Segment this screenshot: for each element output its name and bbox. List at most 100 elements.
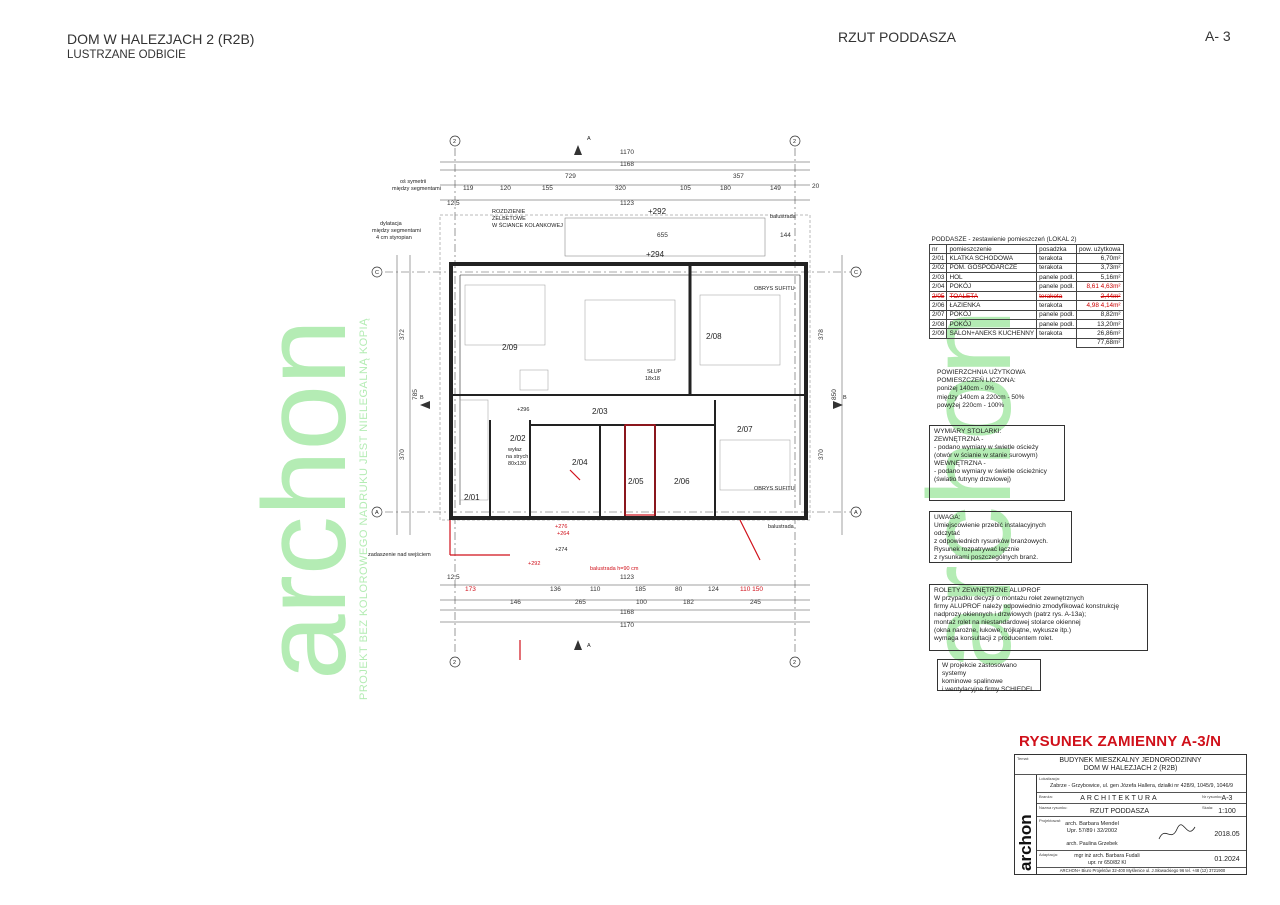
dim-182: 182 <box>683 599 694 606</box>
axis-2-top-right: 2 <box>793 139 796 145</box>
cell-area: 8,61 4,63m² <box>1075 281 1124 292</box>
dim-265: 265 <box>575 599 586 606</box>
axis-a-left: A <box>375 510 379 516</box>
section-a-bottom: A <box>587 643 591 649</box>
dim-378: 378 <box>818 329 825 340</box>
cell-nr: 2/05 <box>928 290 948 302</box>
dim-136: 136 <box>550 586 561 593</box>
dim-119: 119 <box>463 185 474 192</box>
cell-floor: panele podł. <box>1036 272 1077 283</box>
cell-room: SALON+ANEKS KUCHENNY <box>946 328 1038 339</box>
watermark-archon-right: archon <box>904 309 1036 670</box>
dim-729: 729 <box>565 173 576 180</box>
box-line: W przypadku decyzji o montażu rolet zewn… <box>934 595 1084 602</box>
cell-nr: 2/01 <box>928 253 948 264</box>
dim-320: 320 <box>615 185 626 192</box>
stamp-key: Lokalizacja: <box>1039 776 1060 781</box>
stamp-drawing-name: RZUT PODDASZA <box>1090 808 1149 815</box>
stamp-subject-1: BUDYNEK MIESZKALNY JEDNORODZINNY <box>1059 757 1202 764</box>
dim-12-5-bottom: 12,5 <box>447 574 460 581</box>
stamp-key: Temat: <box>1017 756 1030 761</box>
stamp-key: Nr rysunku: <box>1202 794 1223 799</box>
room-label-2-04: 2/04 <box>572 458 588 467</box>
schedule-header-area: pow. użytkowa <box>1075 243 1124 255</box>
stamp-date-1: 2018.05 <box>1214 831 1240 838</box>
axis-2-bottom-right: 2 <box>793 660 796 666</box>
dim-80-b: 80 <box>675 586 683 593</box>
stamp-key: Branża: <box>1039 794 1053 799</box>
cell-room: POKÓJ <box>946 309 1038 321</box>
dim-1170-top: 1170 <box>620 149 634 156</box>
dim-100: 100 <box>636 599 647 606</box>
stamp-designer-3: arch. Paulina Grzebek <box>1066 841 1118 847</box>
box-line: (okna narożne, łukowe, trójkątne, wykusz… <box>934 627 1072 634</box>
box-line: montaż rolet na niestandardowej stolarce… <box>934 619 1081 626</box>
stamp-location: Zabrze - Grzybowice, ul. gen Józefa Hall… <box>1049 783 1234 789</box>
cell-room: TOALETA <box>946 290 1038 302</box>
room-label-2-01: 2/01 <box>464 493 480 502</box>
schedule-header-nr: nr <box>928 243 948 255</box>
stamp-scale: 1:100 <box>1218 808 1236 815</box>
cell-area: 4,98 4,14m² <box>1075 300 1124 311</box>
replacement-drawing-label: RYSUNEK ZAMIENNY A-3/N <box>1019 733 1222 750</box>
box-line: (światło futryny drzwiowej) <box>934 476 1011 483</box>
sheet-number: A- 3 <box>1205 28 1231 44</box>
box-title: UWAGA: <box>934 514 961 521</box>
axis-c-left: C <box>375 270 379 276</box>
dim-110-b: 110 <box>590 586 601 593</box>
note-rozdz-3: W ŚCIANCE KOLANKOWEJ <box>492 221 563 229</box>
note-hatch-2: na strych <box>506 454 528 460</box>
note-hatch-3: 80x130 <box>508 461 526 467</box>
area-note-line: między 140cm a 220cm - 50% <box>937 393 1025 401</box>
stamp-row-name: Nazwa rysunku: RZUT PODDASZA Skala: 1:10… <box>1037 804 1246 817</box>
box-line: Rysunek rozpatrywać łącznie <box>934 546 1020 553</box>
dim-1123-bottom: 1123 <box>620 574 634 581</box>
cell-nr: 2/06 <box>928 300 948 311</box>
note-symmetry: oś symetrii <box>400 179 426 185</box>
cell-nr: 2/04 <box>928 281 948 292</box>
dim-1123-top: 1123 <box>620 200 634 207</box>
schedule-header-room: pomieszczenie <box>946 243 1038 255</box>
dim-180: 180 <box>720 185 731 192</box>
dim-785: 785 <box>412 389 419 400</box>
note-column: SŁUP <box>647 369 662 375</box>
dim-124: 124 <box>708 586 719 593</box>
stamp-adapt-2: upr. nr 650/82 Kl <box>1087 860 1127 866</box>
stamp-branch: ARCHITEKTURA <box>1080 795 1159 802</box>
level-264: +264 <box>557 531 569 537</box>
dim-173: 173 <box>465 586 476 593</box>
box-line: - podano wymiary w świetle ościeżnicy <box>934 468 1047 475</box>
section-b-right: B <box>843 395 847 401</box>
cell-area: 5,16m² <box>1075 272 1124 283</box>
level-296: +296 <box>517 407 529 413</box>
note-dilatation: dylatacja <box>380 221 403 227</box>
cell-area: 2,44m² <box>1075 290 1124 302</box>
cell-room: HOL <box>946 272 1038 283</box>
level-274: +274 <box>555 547 567 553</box>
room-label-2-06: 2/06 <box>674 477 690 486</box>
cell-room: POKÓJ <box>946 281 1038 292</box>
cell-nr: 2/07 <box>928 309 948 321</box>
joinery-dimensions-box: WYMIARY STOLARKI: ZEWNĘTRZNA - - podano … <box>929 425 1065 501</box>
stamp-row-location: Lokalizacja: Zabrze - Grzybowice, ul. ge… <box>1037 775 1246 793</box>
level-276: +276 <box>555 524 567 530</box>
cell-floor: terakota <box>1036 262 1077 274</box>
schedule-header-floor: posadzka <box>1036 243 1077 255</box>
dim-146: 146 <box>510 599 521 606</box>
stamp-designer-2: Upr. 57/89 i 32/2002 <box>1066 828 1118 834</box>
note-column-2: 18x18 <box>645 376 660 382</box>
cell-floor: terakota <box>1036 328 1077 339</box>
usable-area-note: POWIERZCHNIA UŻYTKOWA POMIESZCZEŃ LICZON… <box>937 369 1026 410</box>
cell-area: 8,82m² <box>1075 309 1124 321</box>
box-line: wymaga konsultacji z producentem rolet. <box>934 635 1054 642</box>
cell-total-area: 77,68m² <box>1075 337 1124 349</box>
dim-12-5: 12,5 <box>447 200 460 207</box>
box-line: z rysunkami poszczególnych branż. <box>934 554 1039 561</box>
room-label-2-09: 2/09 <box>502 343 518 352</box>
cell-nr: 2/08 <box>928 318 948 330</box>
